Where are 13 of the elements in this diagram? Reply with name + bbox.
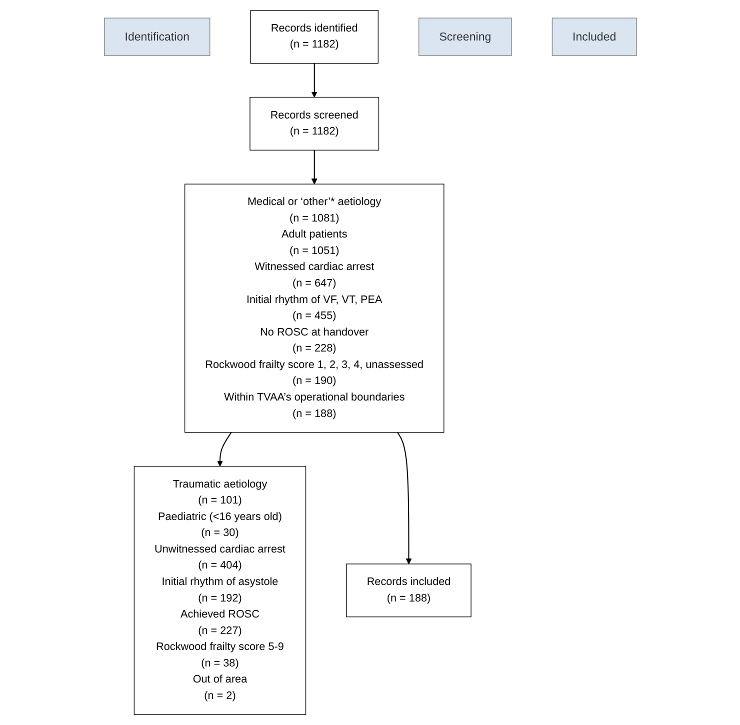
- arrow: [310, 63, 317, 98]
- node-box: [104, 18, 210, 56]
- node-box: [418, 18, 512, 56]
- node-box: [346, 564, 471, 618]
- node-box: [249, 96, 379, 150]
- arrow: [396, 432, 412, 564]
- node-box: [184, 184, 444, 433]
- arrow: [310, 150, 317, 184]
- arrow: [216, 432, 232, 467]
- node-box: [250, 10, 378, 64]
- node-box: [133, 466, 306, 715]
- node-box: [551, 18, 636, 56]
- flowchart-diagram: Identification Records identified (n = 1182) Records screened (n = 1182) Screening Medical or ‘other’* aetiology (n = 1081) Adult patients (n = 1051) Witnessed cardiac arrest (n = 647) Initial rhythm of VF, VT, PEA (n = 455) No ROSC at handover (n = 228) Rockwood frailty score 1, 2, 3, 4, unassessed (n = 190) Within TVAA’s operational boundaries (n = 188) Traumatic aetiology (n = 101) Paediatric (<16 years old) (n = 30) Unwitnessed cardiac arrest (n = 404) Initial rhythm of asystole (n = 192) Achieved ROSC (n = 227) Rockwood frailty score 5-9 (n = 38) Out of area (n = 2) Included Records included (n = 188): [98, 5, 642, 720]
